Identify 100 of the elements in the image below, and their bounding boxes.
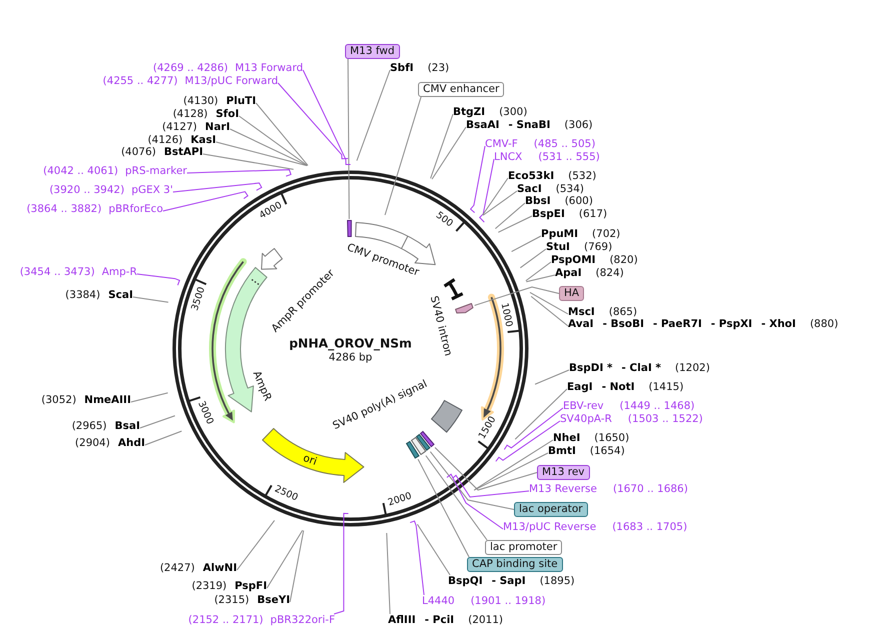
primer-name: pBR322ori-F [270,614,335,626]
leader-line [356,70,390,162]
leader-line [236,520,275,570]
enzyme-name: StuI [546,241,570,253]
leader-line [386,532,390,614]
cut-position: (820) [610,254,638,266]
scale-number: 3000 [196,400,215,426]
primer-name: M13 Forward [235,62,303,74]
primer-range: (1670 .. 1686) [612,483,688,495]
plasmid-size: 4286 bp [328,351,372,364]
primer-name: pBRforEco [108,203,163,215]
enzyme-name: PpuMI [541,228,578,240]
enzyme-name: - PciI [424,614,454,626]
leader-line [474,452,548,491]
scale-number: 3500 [190,286,208,312]
cut-position: (1654) [590,445,625,457]
leader-line [256,102,308,166]
scale-number: 2500 [272,484,299,504]
enzyme-name: PspOMI [551,254,596,266]
enzyme-name: - SnaBI [508,119,550,131]
enzyme-name: BtgZI [453,106,486,118]
cut-position: (534) [556,183,584,195]
feature-tag: HA [559,286,584,301]
leader-line [432,126,466,180]
leader-line [290,530,304,602]
leader-line [511,236,542,252]
primer-range: (4042 .. 4061) [43,165,118,177]
leader-line [140,415,176,428]
leader-line [410,520,424,596]
leader-line [132,296,169,303]
leader-line [238,116,308,166]
cut-position: (306) [564,119,593,131]
cut-position: (600) [564,195,593,207]
enzyme-name: BsaI [114,420,140,432]
primer-name: L4440 [422,595,455,607]
leader-line [530,296,568,326]
primer-name: LNCX [494,151,522,163]
enzyme-name: SbfI [390,62,414,74]
cut-position: (4126) [148,134,183,146]
leader-line [144,430,182,446]
primer-range: (4255 .. 4277) [102,75,178,87]
scale-number: 2000 [386,491,413,508]
enzyme-name: - XhoI [761,318,796,330]
leader-line [130,392,168,402]
feature-label: ori [301,452,318,468]
enzyme-name: BmtI [548,445,576,457]
feature-tag: CMV enhancer [418,82,504,97]
enzyme-name: - PaeR7I [652,318,702,330]
cut-position: (2904) [75,437,110,449]
primer-range: (3864 .. 3882) [26,203,102,215]
cut-position: (4127) [162,121,198,133]
leader-line [452,474,530,498]
leader-line [534,370,570,385]
scale-number: 500 [434,210,454,230]
leader-line [334,512,349,614]
cut-position: (23) [428,62,450,74]
cut-position: (532) [568,170,596,182]
cut-position: (2011) [468,614,504,626]
enzyme-name: - NotI [602,381,635,393]
enzyme-name: BspDI * [569,362,613,374]
feature-tag: CAP binding site [467,557,563,572]
leader-line [172,182,262,192]
enzyme-name: BseYI [257,594,290,606]
primer-range: (1449 .. 1468) [620,400,695,412]
enzyme-name: SacI [517,183,542,195]
leader-line [430,114,454,179]
enzyme-name: - BsoBI [602,318,644,330]
primer-name: M13 Reverse [529,483,597,495]
primer-range: (531 .. 555) [538,151,600,163]
enzyme-name: PluTI [226,95,256,107]
leader-line [186,169,292,177]
cut-position: (3052) [41,394,76,406]
cut-position: (617) [578,208,608,220]
enzyme-name: BspQI [448,575,483,587]
enzyme-name: PspFI [234,580,267,592]
feature-tag: lac promoter [485,540,562,555]
enzyme-name: - SapI [492,575,526,587]
cut-position: (4130) [183,95,218,107]
leader-line [384,96,422,216]
enzyme-name: BspEI [532,208,565,220]
primer-name: CMV-F [485,138,518,150]
feature-tag: lac operator [514,502,588,517]
leader-line [520,248,546,268]
primer-range: (1683 .. 1705) [612,521,688,533]
leader-line [430,451,514,510]
cut-position: (300) [499,106,528,118]
primer-range: (1503 .. 1522) [628,413,703,425]
leader-line [418,458,470,558]
primer-name: Amp-R [102,266,137,278]
leader-line [474,286,560,306]
cut-position: (2965) [72,420,107,432]
enzyme-name: - PspXI [710,318,752,330]
leader-line [529,292,568,314]
leader-line [514,388,568,440]
enzyme-name: MscI [568,306,595,318]
cut-position: (1650) [594,432,630,444]
scale-number: 4000 [258,200,284,222]
primer-name: M13/pUC Reverse [503,521,596,533]
leader-line [525,262,552,282]
leader-line [474,440,554,490]
